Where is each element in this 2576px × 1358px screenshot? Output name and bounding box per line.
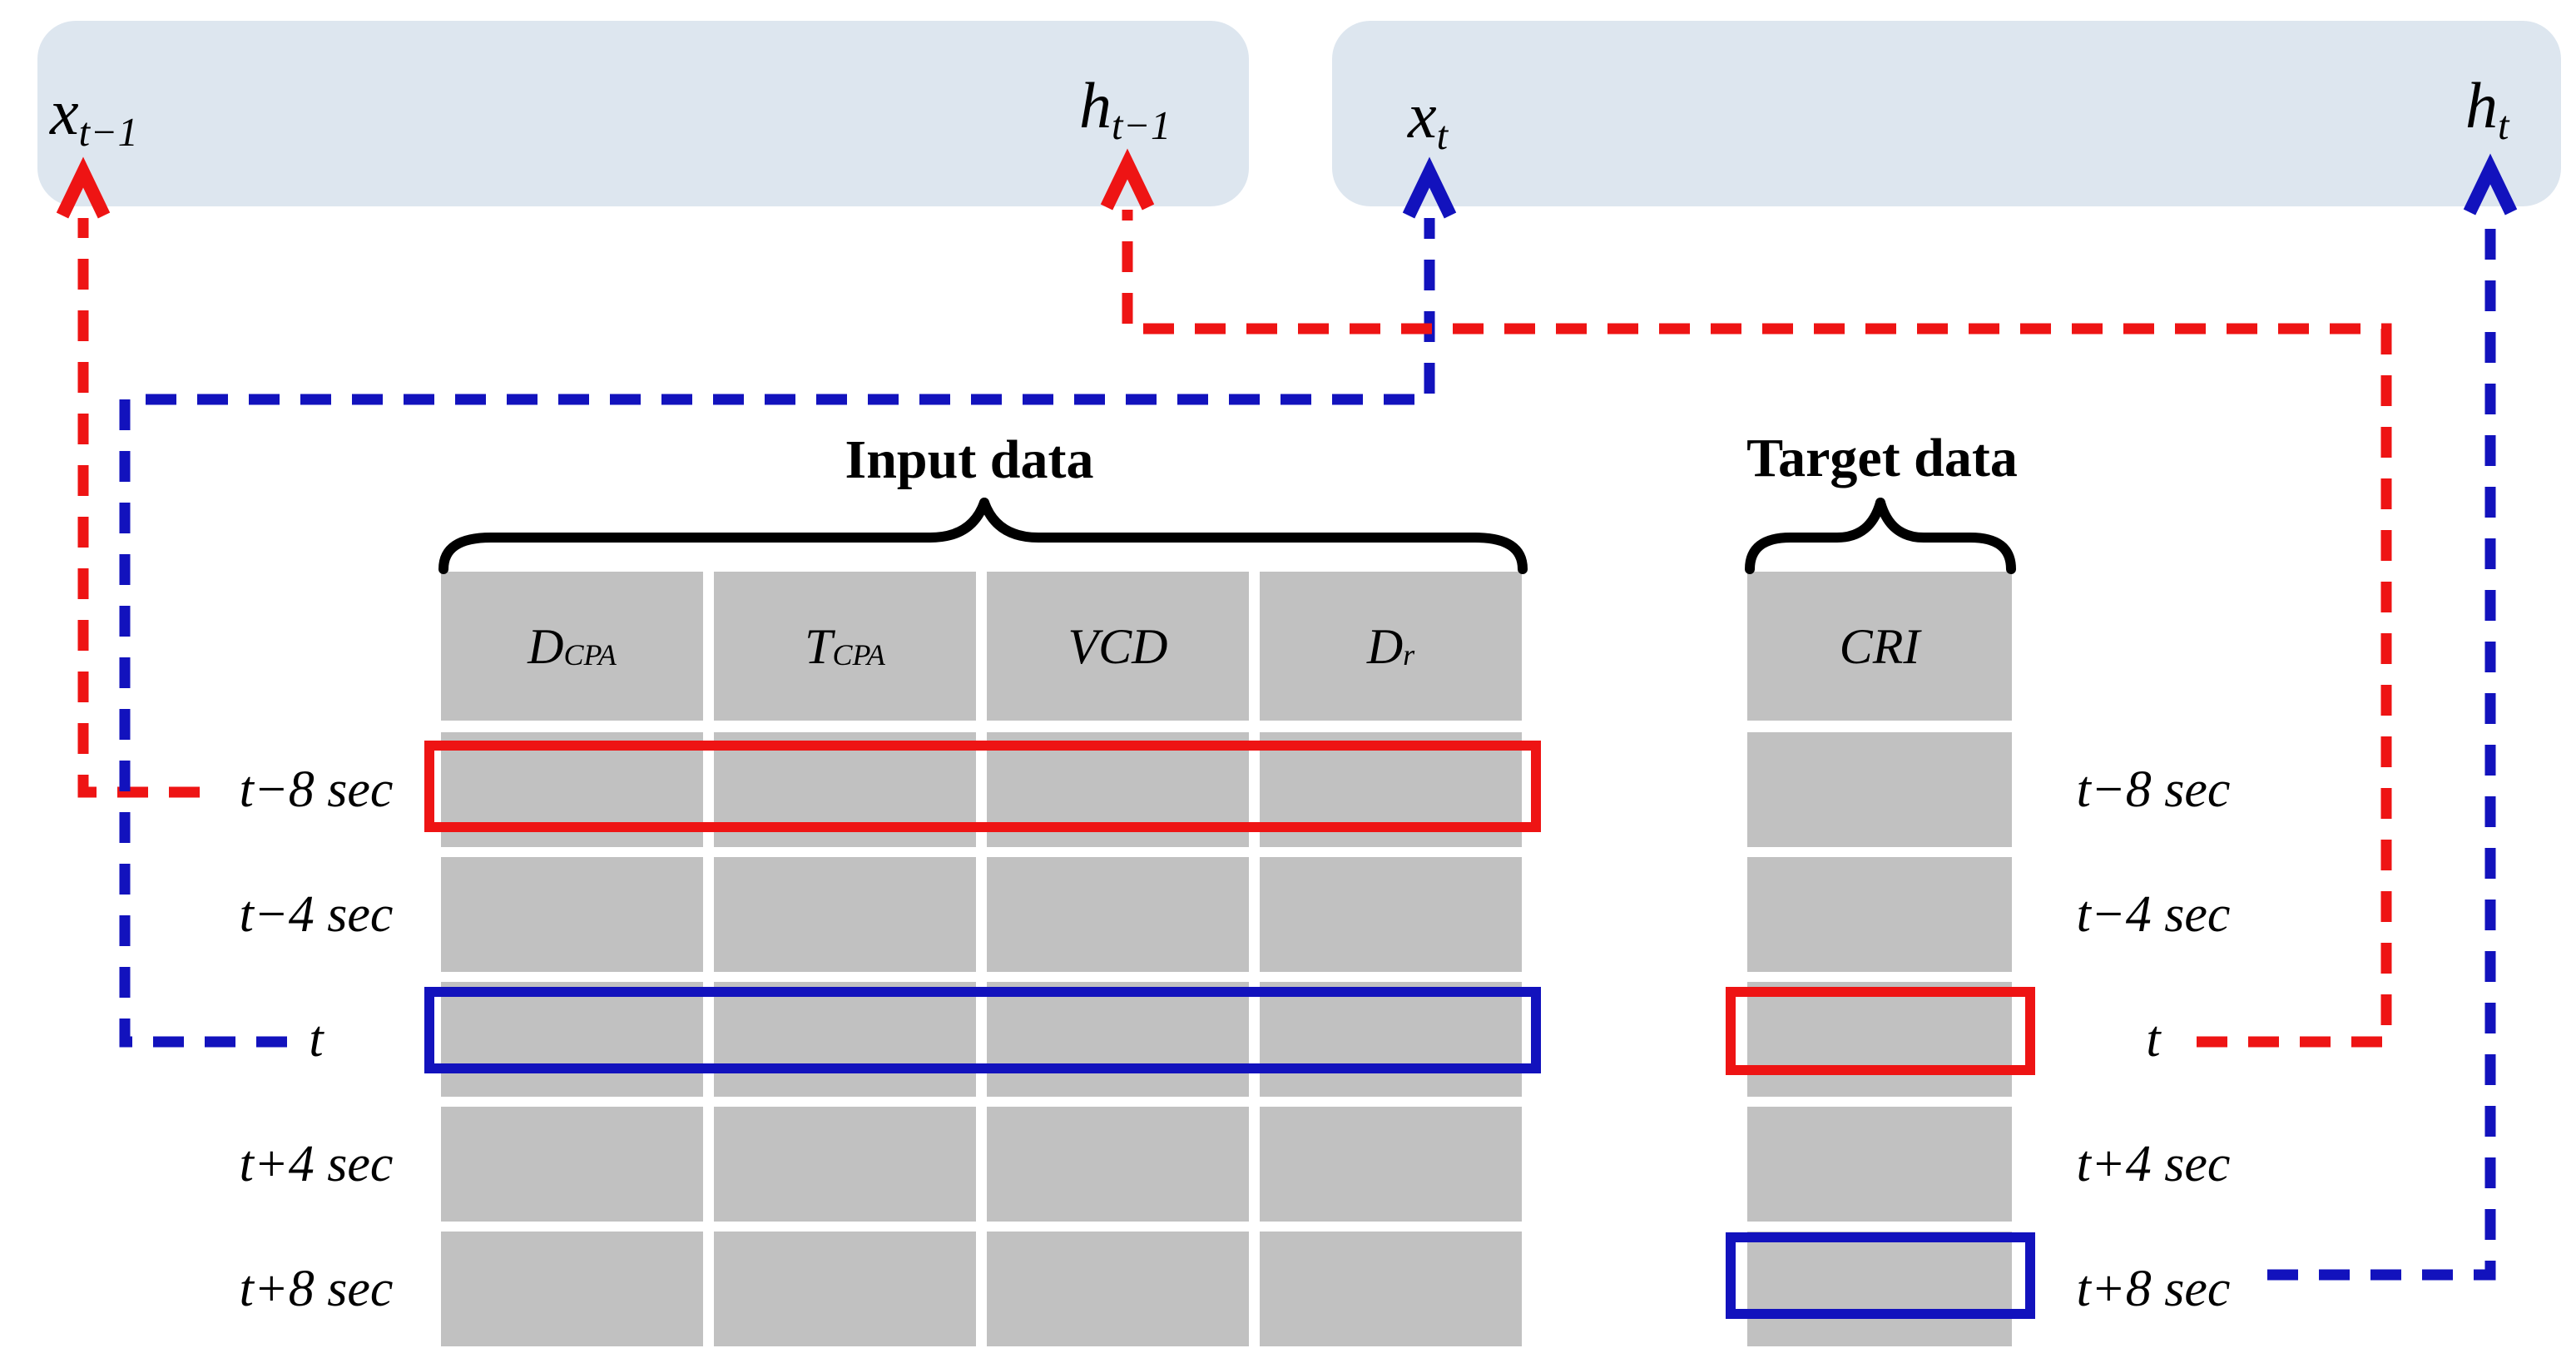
table-cell bbox=[714, 732, 976, 847]
table-cell bbox=[1747, 982, 2012, 1097]
column-header-vcd: VCD bbox=[987, 572, 1249, 721]
table-cell bbox=[441, 857, 703, 972]
row-label-right-t+8: t+8 sec bbox=[2076, 1261, 2231, 1317]
table-cell bbox=[714, 857, 976, 972]
table-cell bbox=[1747, 1107, 2012, 1222]
table-cell bbox=[987, 1232, 1249, 1346]
table-cell bbox=[441, 982, 703, 1097]
table-cell bbox=[1747, 857, 2012, 972]
column-header-cri: CRI bbox=[1747, 572, 2012, 721]
table-cell bbox=[987, 732, 1249, 847]
table-cell bbox=[987, 982, 1249, 1097]
input-column-dr bbox=[1260, 732, 1522, 1346]
table-cell bbox=[987, 1107, 1249, 1222]
input-column-vcd bbox=[987, 732, 1249, 1346]
table-cell bbox=[441, 732, 703, 847]
label-x-t-minus-1: xt−1 bbox=[50, 76, 139, 155]
state-box-current-step bbox=[1332, 21, 2561, 206]
table-cell bbox=[714, 982, 976, 1097]
state-box-previous-step bbox=[37, 21, 1249, 206]
table-cell bbox=[441, 1107, 703, 1222]
row-label-right-t: t bbox=[2146, 1011, 2161, 1068]
table-cell bbox=[1260, 1232, 1522, 1346]
input-data-title: Input data bbox=[845, 429, 1094, 490]
table-cell bbox=[1260, 857, 1522, 972]
connector-target-t+8-to-h-curr bbox=[2267, 215, 2496, 1281]
table-cell bbox=[1747, 732, 2012, 847]
input-column-tcpa bbox=[714, 732, 976, 1346]
table-cell bbox=[714, 1232, 976, 1346]
input-data-brace bbox=[438, 498, 1528, 574]
row-label-left-t+8: t+8 sec bbox=[239, 1261, 394, 1317]
label-x-t: xt bbox=[1408, 79, 1449, 158]
row-label-right-t-8: t−8 sec bbox=[2076, 761, 2231, 818]
label-h-t-minus-1: ht−1 bbox=[1079, 69, 1172, 148]
target-data-brace bbox=[1745, 498, 2016, 574]
table-cell bbox=[1747, 1232, 2012, 1346]
label-h-t: ht bbox=[2465, 69, 2509, 148]
row-label-right-t+4: t+4 sec bbox=[2076, 1136, 2231, 1192]
row-label-left-t+4: t+4 sec bbox=[239, 1136, 394, 1192]
input-column-dcpa bbox=[441, 732, 703, 1346]
table-cell bbox=[441, 1232, 703, 1346]
row-label-left-t: t bbox=[309, 1011, 324, 1068]
table-cell bbox=[1260, 1107, 1522, 1222]
row-label-right-t-4: t−4 sec bbox=[2076, 886, 2231, 943]
target-data-title: Target data bbox=[1746, 428, 2018, 488]
table-cell bbox=[987, 857, 1249, 972]
table-cell bbox=[1260, 982, 1522, 1097]
row-label-left-t-8: t−8 sec bbox=[239, 761, 394, 818]
target-column-cri bbox=[1747, 732, 2012, 1346]
row-label-left-t-4: t−4 sec bbox=[239, 886, 394, 943]
table-cell bbox=[1260, 732, 1522, 847]
table-cell bbox=[714, 1107, 976, 1222]
connector-input-t-8-to-x-prev bbox=[77, 218, 200, 798]
